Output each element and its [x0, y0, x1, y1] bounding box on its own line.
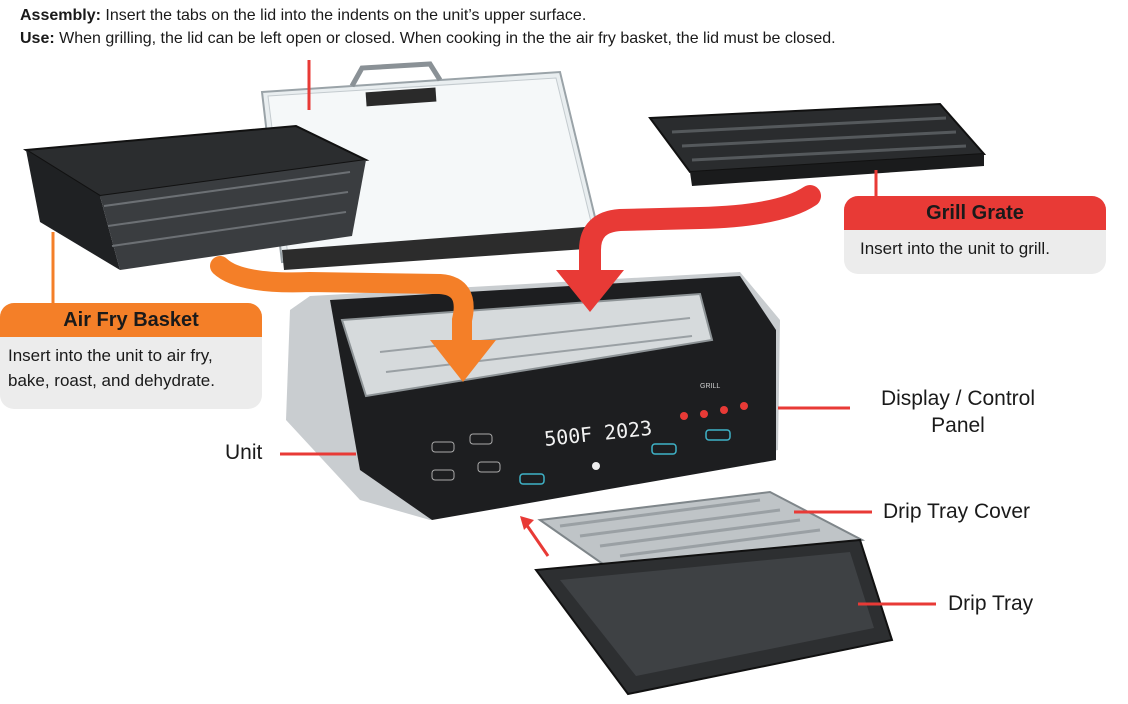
air-fry-arrow [210, 256, 474, 352]
display-control-panel-label: Display / Control Panel [880, 387, 1036, 437]
air-fry-basket [22, 124, 370, 270]
grill-grate-title: Grill Grate [844, 196, 1106, 230]
air-fry-basket-callout: Air Fry Basket Insert into the unit to a… [0, 303, 262, 409]
instructions-header: Assembly: Insert the tabs on the lid int… [20, 4, 836, 50]
drip-tray-label: Drip Tray [948, 592, 1034, 615]
drip-tray-cover-image [537, 490, 866, 578]
grill-arrow [579, 185, 821, 281]
grill-grate-callout: Grill Grate Insert into the unit to gril… [844, 196, 1106, 274]
use-instruction: Use: When grilling, the lid can be left … [20, 30, 836, 47]
air-fry-basket-description: Insert into the unit to air fry, bake, r… [8, 346, 215, 390]
assembly-instruction: Assembly: Insert the tabs on the lid int… [20, 7, 587, 24]
unit-label: Unit [225, 441, 263, 464]
drip-tray-cover-label: Drip Tray Cover [883, 500, 1031, 523]
grill-grate-description: Insert into the unit to grill. [860, 239, 1050, 258]
device-grill-label: GRILL [700, 383, 720, 390]
drip-tray-image [534, 538, 894, 696]
air-fry-basket-title: Air Fry Basket [0, 303, 262, 337]
grill-unit: 500F 2023 GRILL [286, 272, 780, 520]
grill-grate-image [648, 102, 987, 186]
